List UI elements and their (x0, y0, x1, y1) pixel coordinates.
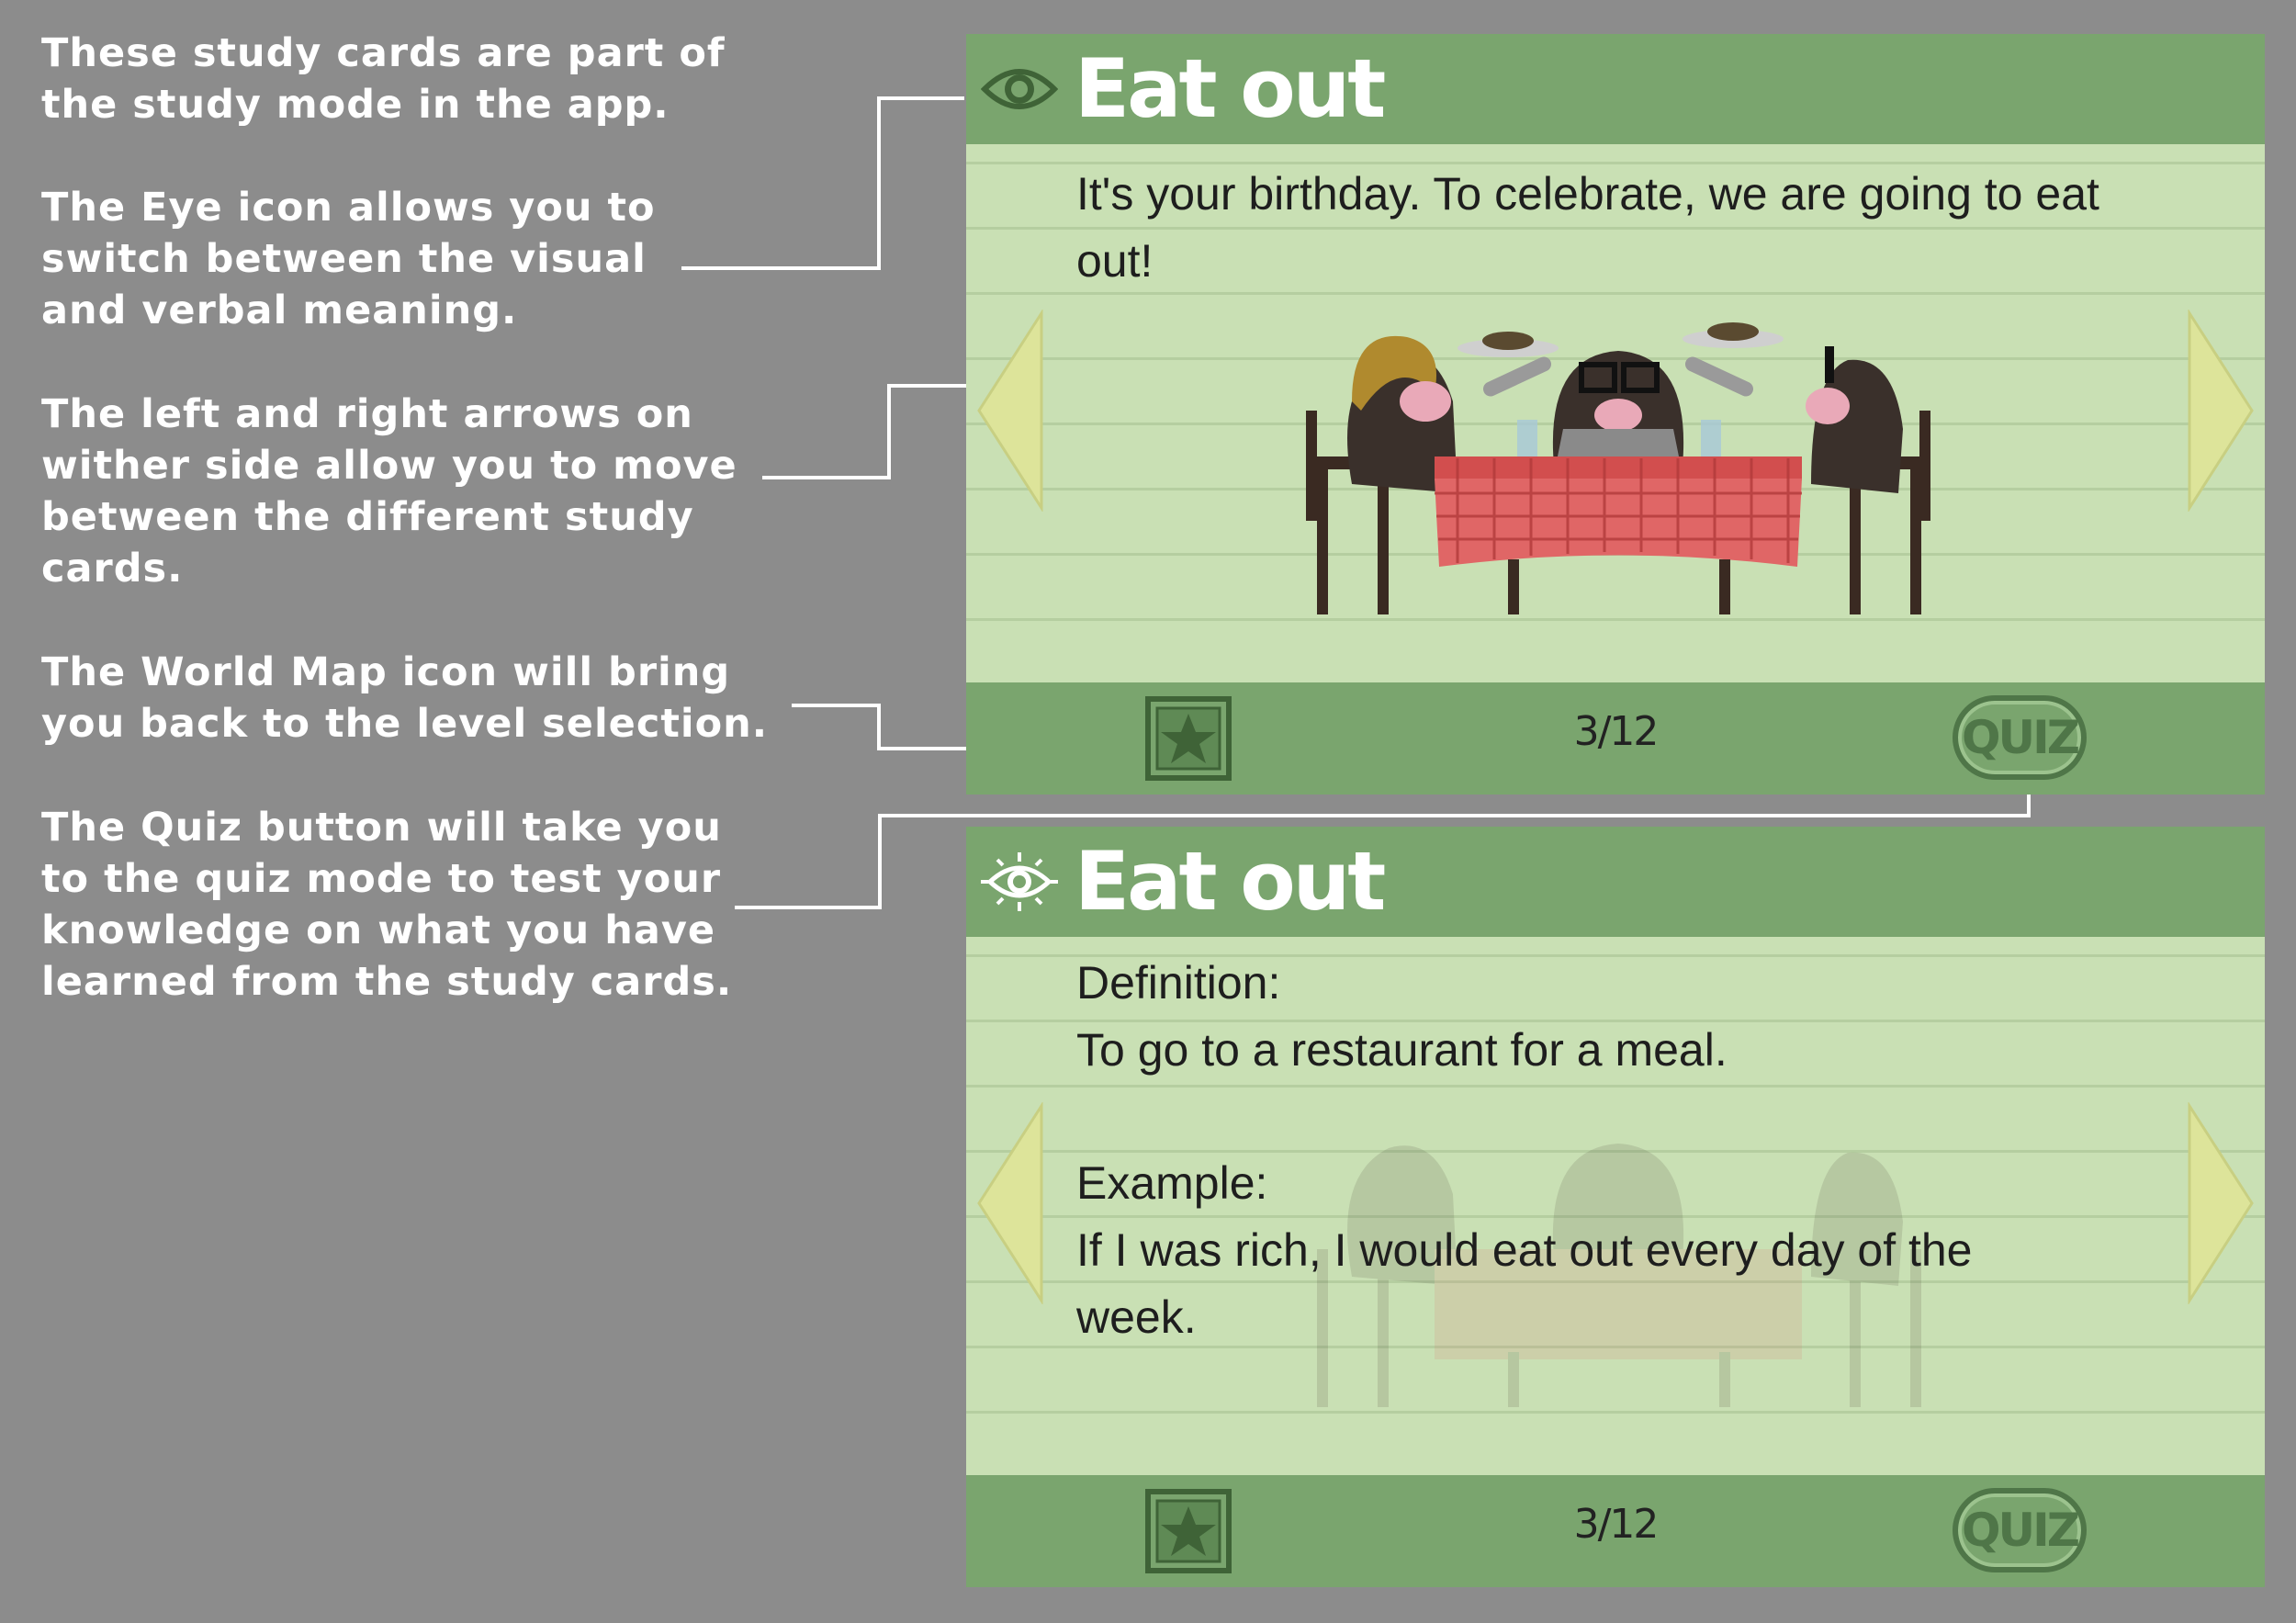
arrow-left-icon[interactable] (975, 1102, 1045, 1304)
eye-icon[interactable] (981, 60, 1058, 118)
connector-eye (681, 96, 964, 270)
card-footer: 3/12 QUIZ (966, 682, 2265, 795)
arrow-right-icon[interactable] (2186, 310, 2256, 512)
card-sentence: It's your birthday. To celebrate, we are… (1076, 168, 2099, 287)
page-counter: 3/12 (1573, 708, 1660, 755)
star-map-icon[interactable] (1144, 1486, 1232, 1574)
card-header: Eat out (966, 827, 2265, 937)
arrow-right-icon[interactable] (2186, 1102, 2256, 1304)
annotation-intro: These study cards are part of the study … (41, 30, 726, 128)
card-header: Eat out (966, 34, 2265, 144)
restaurant-illustration (1306, 322, 1930, 614)
quiz-button[interactable]: QUIZ (1953, 695, 2087, 780)
card-title: Eat out (1075, 834, 1386, 929)
quiz-button[interactable]: QUIZ (1953, 1488, 2087, 1572)
annotation-eye-icon: The Eye icon allows you to switch betwee… (41, 185, 656, 333)
example-text: If I was rich, I would eat out every day… (1076, 1224, 1973, 1343)
example-label: Example: (1076, 1157, 1268, 1209)
definition-text: To go to a restaurant for a meal. (1076, 1024, 1728, 1076)
faded-illustration (1317, 1144, 1921, 1407)
definition-label: Definition: (1076, 957, 1281, 1009)
study-card-verbal: Eat out Definition: To go to a restauran… (966, 827, 2265, 1587)
card-title: Eat out (1075, 41, 1386, 136)
connector-quiz (735, 792, 2031, 909)
arrow-left-icon[interactable] (975, 310, 1045, 512)
annotation-quiz-button: The Quiz button will take you to the qui… (41, 805, 733, 1005)
page-counter: 3/12 (1573, 1501, 1660, 1548)
card-footer: 3/12 QUIZ (966, 1475, 2265, 1587)
star-map-icon[interactable] (1144, 693, 1232, 782)
annotation-map-icon: The World Map icon will bring you back t… (41, 649, 769, 747)
connector-arrows (762, 384, 966, 479)
eye-burst-icon[interactable] (981, 852, 1058, 911)
annotation-arrows: The left and right arrows on wither side… (41, 391, 737, 592)
study-card-visual: Eat out It's your birthday. To celebrate… (966, 34, 2265, 795)
